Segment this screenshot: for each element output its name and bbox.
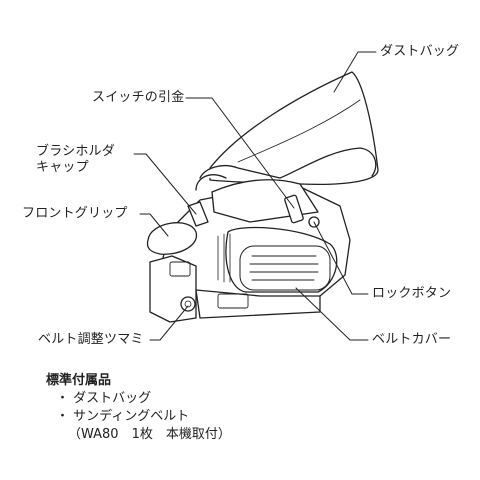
leader-brush-holder-cap (133, 153, 197, 215)
leader-dust-bag (333, 51, 377, 93)
label-brush-holder-cap-line2: キャップ (36, 160, 89, 175)
label-switch-trigger: スイッチの引金 (92, 90, 185, 105)
accessory-note: （WA80 1枚 本機取付） (68, 427, 231, 442)
label-front-grip: フロントグリップ (22, 206, 128, 221)
front-grip-shape (146, 222, 197, 255)
leader-switch-trigger (185, 97, 295, 209)
leader-belt-cover (295, 287, 369, 341)
brush-holder-cap-shape (187, 201, 209, 227)
belt-adjust-knob-shape (180, 296, 196, 312)
accessories-title: 標準付属品 (46, 373, 112, 388)
label-belt-adjust-knob: ベルト調整ツマミ (38, 332, 144, 347)
label-belt-cover: ベルトカバー (372, 332, 452, 347)
dust-bag-hose (199, 147, 377, 179)
leader-belt-adjust-knob (149, 305, 189, 341)
accessory-item: ・ ダストバッグ (56, 391, 152, 406)
leader-lock-button (313, 221, 369, 295)
label-lock-button: ロックボタン (372, 286, 452, 301)
sander-base (149, 255, 197, 323)
accessory-item: ・ サンディングベルト (56, 409, 190, 424)
label-dust-bag: ダストバッグ (380, 44, 460, 59)
label-brush-holder-cap-line1: ブラシホルダ (36, 144, 115, 159)
accessories-block: 標準付属品 ・ ダストバッグ ・ サンディングベルト （WA80 1枚 本機取付… (46, 372, 231, 444)
leader-front-grip (139, 213, 169, 237)
